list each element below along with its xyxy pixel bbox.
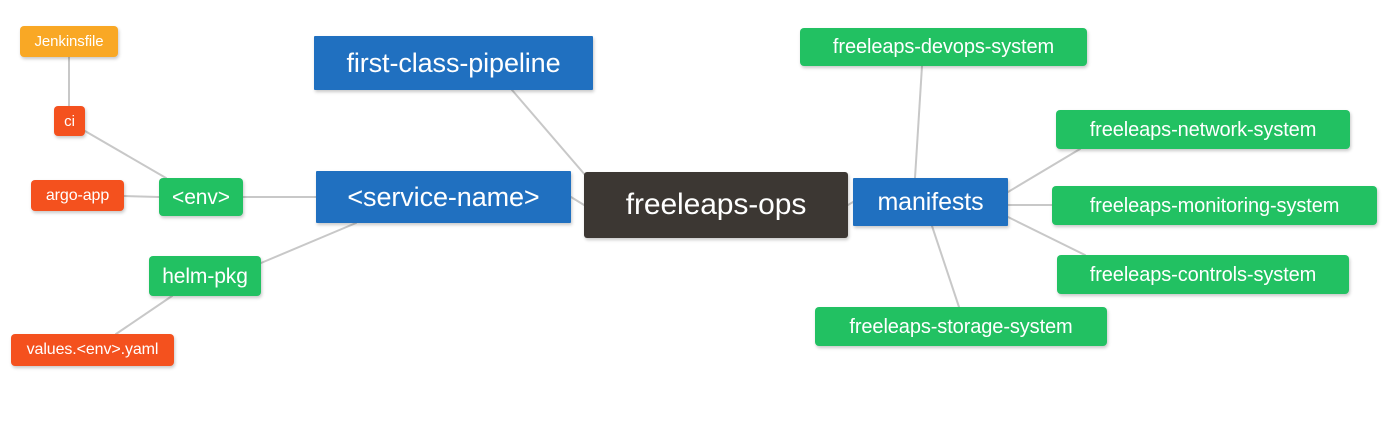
node-freeleaps-controls-system[interactable]: freeleaps-controls-system [1057, 255, 1349, 294]
node-first-class-pipeline[interactable]: first-class-pipeline [314, 36, 593, 90]
node-manifests[interactable]: manifests [853, 178, 1008, 226]
node-argo-app[interactable]: argo-app [31, 180, 124, 211]
node-values-env-yaml[interactable]: values.<env>.yaml [11, 334, 174, 366]
node-label: freeleaps-devops-system [832, 36, 1055, 58]
node-label: first-class-pipeline [346, 47, 561, 78]
node-label: freeleaps-storage-system [849, 315, 1073, 338]
node-label: freeleaps-monitoring-system [1089, 194, 1340, 217]
node-label: argo-app [45, 186, 110, 204]
node-label: ci [64, 112, 75, 130]
node-label: freeleaps-ops [625, 188, 807, 221]
edge-manifests-to-freeleaps-storage-system [931, 225, 960, 308]
edge-env-to-argo-app [123, 195, 160, 198]
node-label: <service-name> [347, 181, 540, 212]
node-label: Jenkinsfile [34, 33, 104, 50]
node-helm-pkg[interactable]: helm-pkg [149, 256, 261, 296]
node-label: freeleaps-network-system [1089, 118, 1317, 141]
node-service-name[interactable]: <service-name> [316, 171, 571, 223]
edge-manifests-to-freeleaps-devops-system [914, 65, 923, 179]
edge-helm-pkg-to-values-env-yaml [115, 295, 173, 335]
node-label: helm-pkg [162, 264, 248, 288]
node-freeleaps-network-system[interactable]: freeleaps-network-system [1056, 110, 1350, 149]
node-freeleaps-devops-system[interactable]: freeleaps-devops-system [800, 28, 1087, 66]
node-label: <env> [172, 185, 230, 209]
node-ci[interactable]: ci [54, 106, 85, 136]
node-env[interactable]: <env> [159, 178, 243, 216]
node-label: values.<env>.yaml [26, 341, 159, 358]
edge-freeleaps-ops-to-first-class-pipeline [511, 89, 587, 177]
node-freeleaps-monitoring-system[interactable]: freeleaps-monitoring-system [1052, 186, 1377, 225]
node-freeleaps-ops[interactable]: freeleaps-ops [584, 172, 848, 238]
edge-service-name-to-helm-pkg [260, 222, 357, 264]
edge-env-to-ci [84, 130, 167, 179]
node-label: manifests [877, 187, 984, 216]
edge-freeleaps-ops-to-service-name [570, 196, 585, 206]
node-freeleaps-storage-system[interactable]: freeleaps-storage-system [815, 307, 1107, 346]
node-label: freeleaps-controls-system [1089, 263, 1317, 286]
node-jenkinsfile[interactable]: Jenkinsfile [20, 26, 118, 57]
